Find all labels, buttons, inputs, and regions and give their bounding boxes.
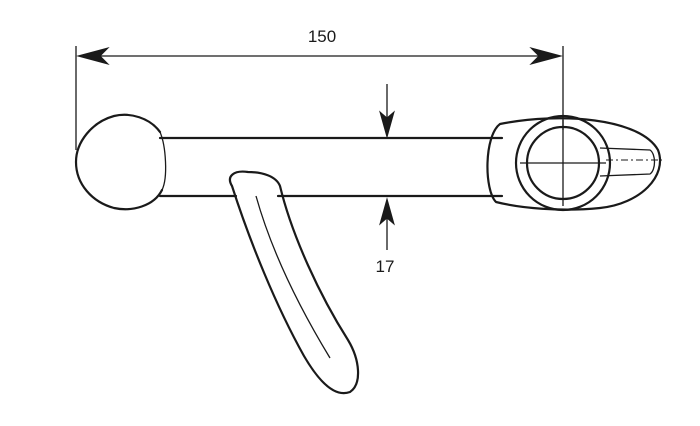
lever-handle (228, 170, 360, 395)
lever-inner-line (255, 195, 331, 359)
end-cap-neck (159, 131, 167, 191)
length-arrow-right (529, 47, 563, 65)
wall-flange (486, 114, 662, 212)
spout-body (158, 136, 504, 198)
height-arrow-top (379, 110, 395, 139)
flange-outline (486, 117, 661, 211)
length-dimension: 150 (75, 27, 564, 150)
lever-outline (228, 170, 360, 395)
end-cap (74, 113, 167, 211)
spindle-body (599, 147, 656, 177)
height-arrow-bottom (379, 197, 395, 226)
outlet-ring-outer (514, 114, 612, 212)
length-arrow-left (76, 47, 110, 65)
length-dimension-label: 150 (308, 27, 336, 46)
end-cap-outline (74, 113, 164, 211)
height-dimension-label: 17 (376, 257, 395, 276)
height-dimension: 17 (376, 84, 395, 276)
